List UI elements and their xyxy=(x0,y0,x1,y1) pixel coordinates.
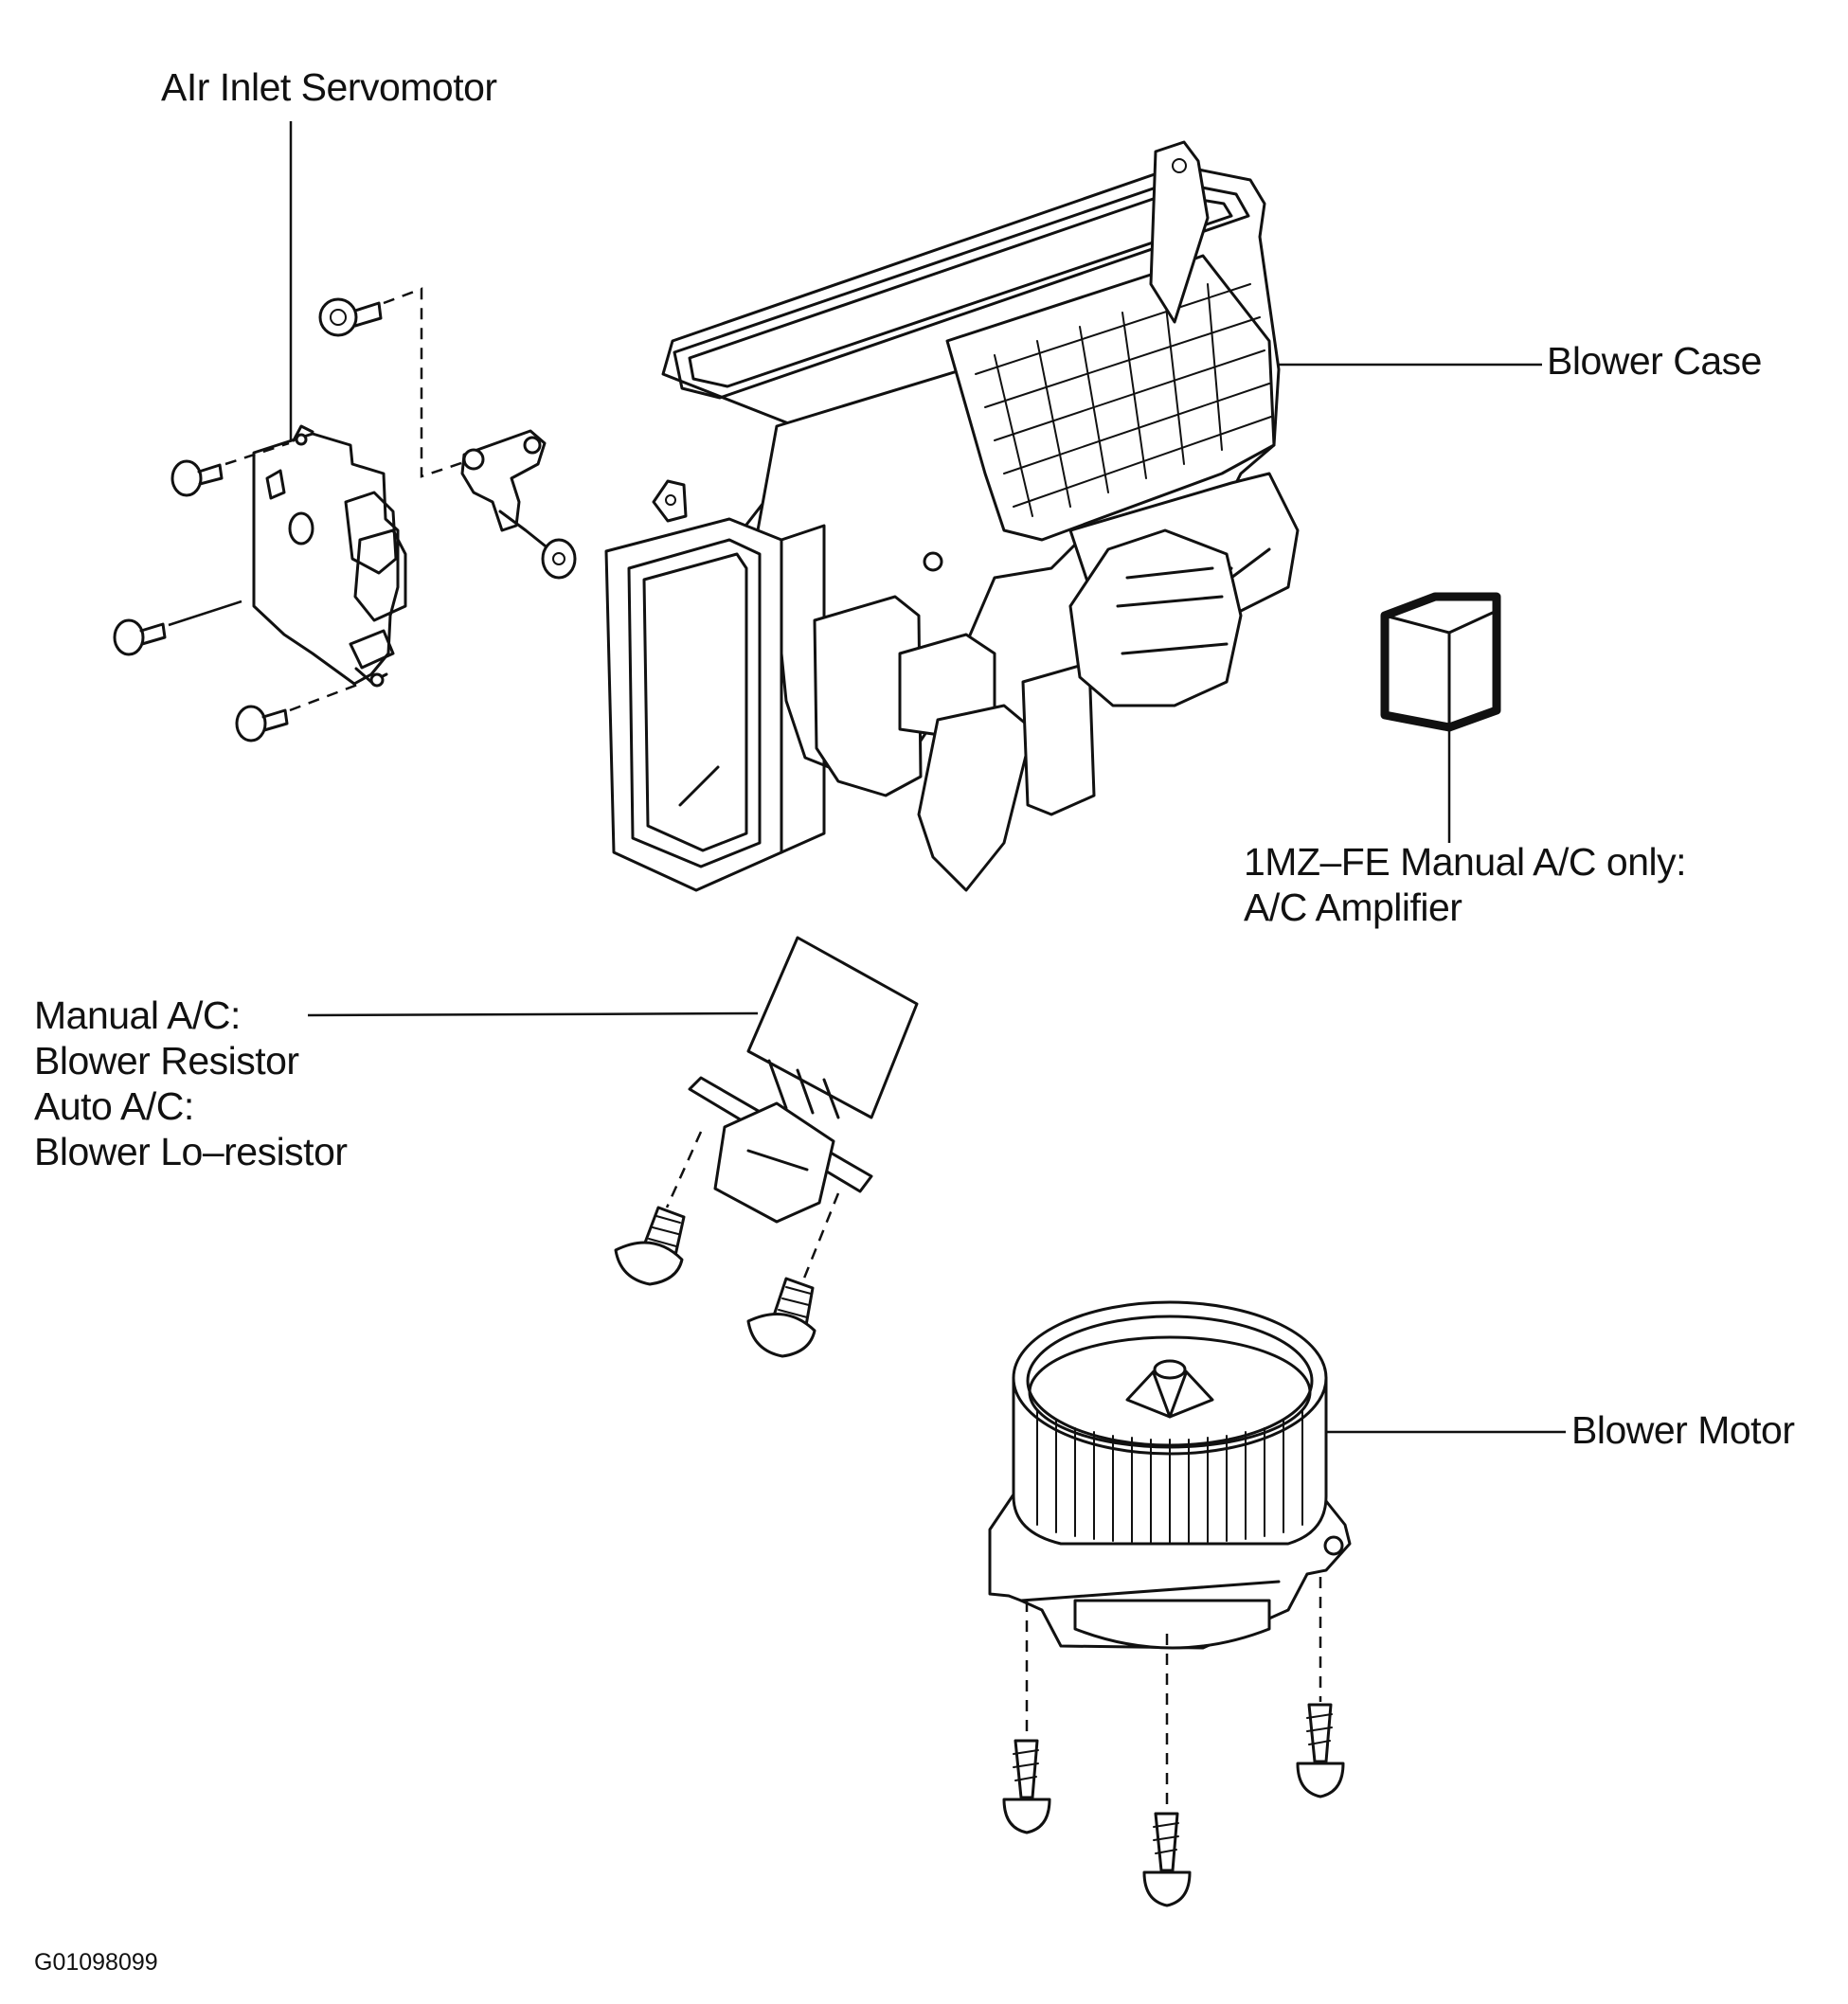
servo-lever-arm xyxy=(460,429,577,580)
screw-icon xyxy=(1002,1739,1051,1834)
screw-guide-line xyxy=(168,599,242,627)
blower-case xyxy=(604,140,1300,892)
screw-icon xyxy=(614,1206,686,1286)
blower-motor xyxy=(988,1300,1352,1907)
leader-blower-resistor xyxy=(307,1011,759,1017)
impeller-blades xyxy=(1036,1410,1303,1544)
screw-guide-line xyxy=(224,441,290,466)
label-blower-motor: Blower Motor xyxy=(1571,1408,1795,1452)
label-resistor-line2: Blower Resistor xyxy=(34,1039,299,1083)
screw-guide-line xyxy=(383,287,465,478)
label-resistor-line4: Blower Lo–resistor xyxy=(34,1130,348,1173)
servomotor-screws xyxy=(113,287,465,743)
screw-guide-line xyxy=(289,682,361,712)
ac-amplifier xyxy=(1380,592,1501,732)
figure-id: G01098099 xyxy=(34,1949,158,1976)
screw-icon xyxy=(318,297,383,337)
label-resistor-line1: Manual A/C: xyxy=(34,993,241,1037)
screw-guide-line xyxy=(801,1192,840,1281)
screw-guide-line xyxy=(665,1131,703,1208)
blower-resistor xyxy=(614,936,919,1358)
blower-case-grille xyxy=(975,283,1272,517)
label-air-inlet-servomotor: AIr Inlet Servomotor xyxy=(161,65,497,109)
leader-lines xyxy=(289,121,1566,1434)
label-ac-amplifier-line2: A/C Amplifier xyxy=(1244,886,1462,929)
air-inlet-servomotor xyxy=(252,424,407,688)
screw-icon xyxy=(1296,1703,1345,1798)
screw-icon xyxy=(235,705,289,743)
screw-icon xyxy=(113,618,167,656)
label-ac-amplifier-line1: 1MZ–FE Manual A/C only: xyxy=(1244,840,1687,884)
screw-icon xyxy=(170,459,224,497)
label-blower-case: Blower Case xyxy=(1547,339,1762,383)
screw-icon xyxy=(746,1277,816,1358)
label-resistor-line3: Auto A/C: xyxy=(34,1084,194,1128)
screw-icon xyxy=(1142,1812,1192,1907)
